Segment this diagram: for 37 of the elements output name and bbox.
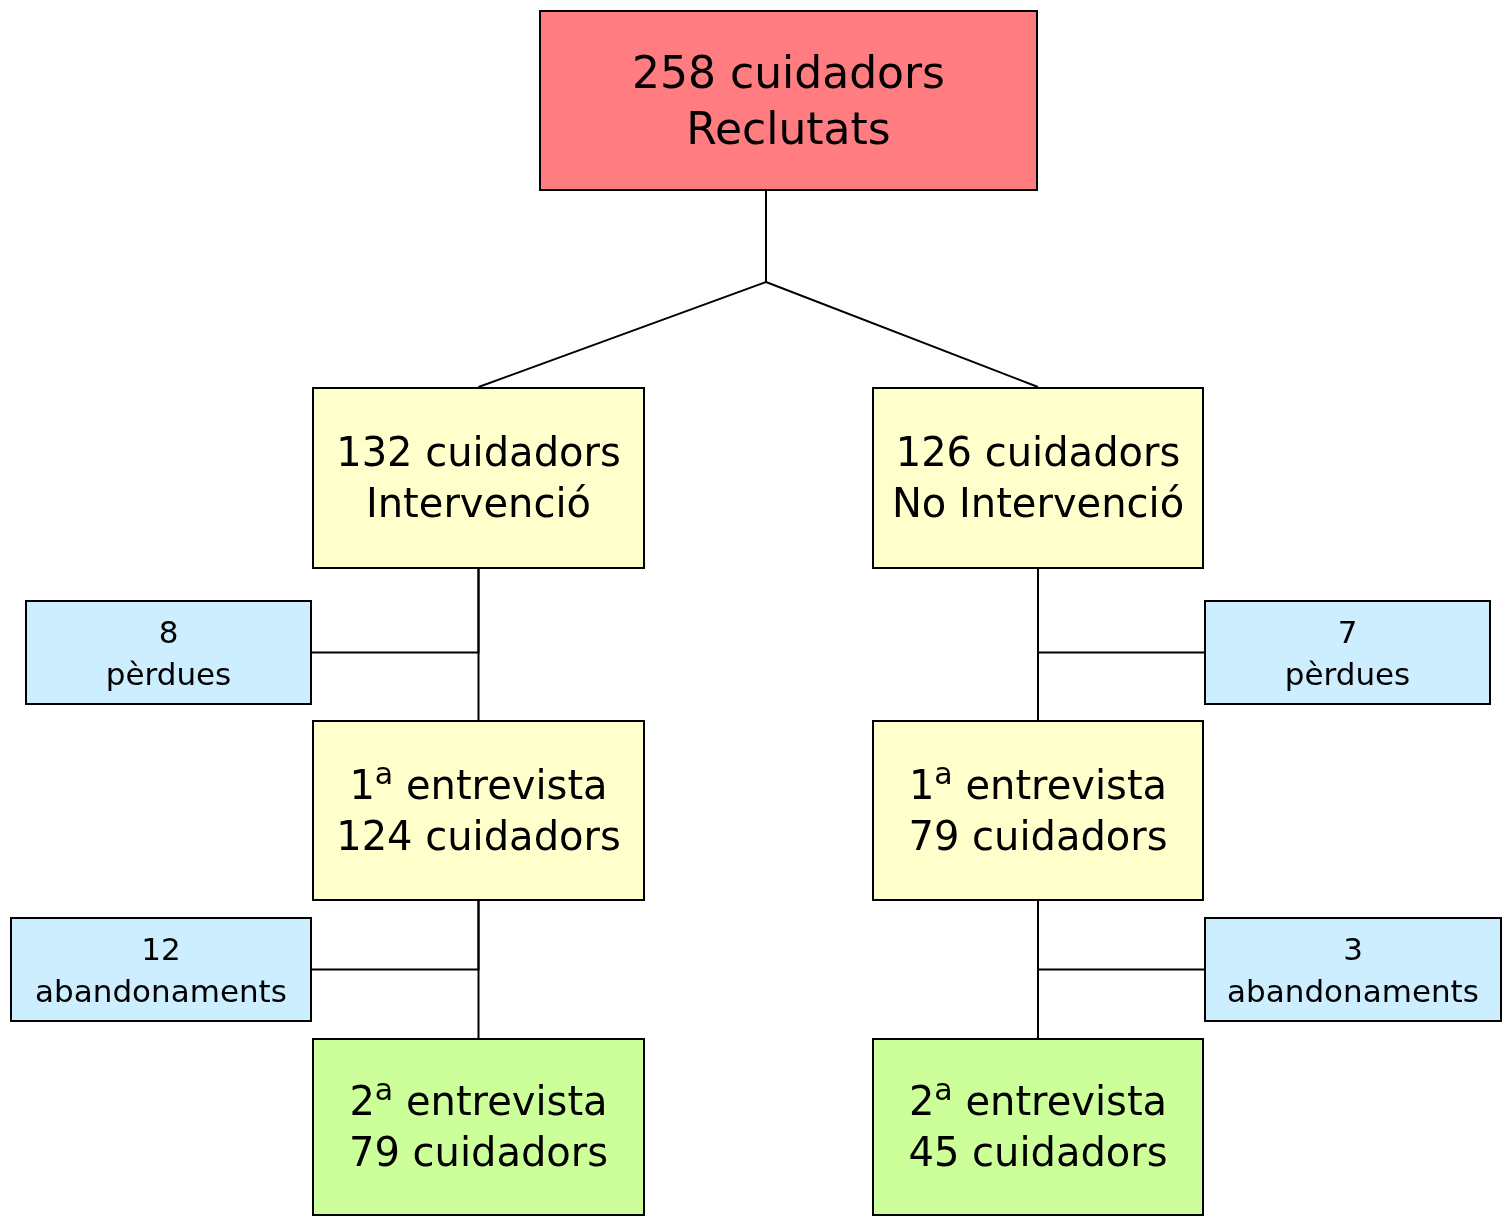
box-text: 2$^{a}$ entrevista xyxy=(349,1076,608,1126)
connector-line xyxy=(1037,900,1039,1039)
root-box xyxy=(539,10,1038,191)
box-text: 132 cuidadors xyxy=(336,428,621,477)
connector-line xyxy=(477,568,480,721)
connector-line xyxy=(477,900,480,1039)
loss-box xyxy=(1204,917,1502,1022)
loss-box xyxy=(1204,600,1491,705)
box-text: No Intervenció xyxy=(891,479,1185,528)
final-box xyxy=(312,1038,645,1216)
box-text: abandonaments xyxy=(1227,971,1479,1011)
box-text: 1$^{a}$ entrevista xyxy=(349,759,608,810)
box-text: 258 cuidadors xyxy=(632,45,945,100)
box-text: Intervenció xyxy=(365,479,592,528)
box-text: 2$^{a}$ entrevista xyxy=(908,1076,1168,1126)
box-text: pèrdues xyxy=(1284,654,1411,694)
loss-box xyxy=(10,917,312,1022)
box-text: 79 cuidadors xyxy=(348,1128,609,1177)
final-box xyxy=(872,1038,1204,1216)
group-box xyxy=(312,387,645,569)
box-text: pèrdues xyxy=(105,654,232,694)
box-text: 124 cuidadors xyxy=(336,811,621,861)
box-text: 3 xyxy=(1343,929,1363,969)
box-text: abandonaments xyxy=(35,971,287,1011)
group-box xyxy=(312,720,645,901)
box-text: 8 xyxy=(158,612,179,652)
group-box xyxy=(872,387,1204,569)
group-box xyxy=(872,720,1204,901)
box-text: 1$^{a}$ entrevista xyxy=(908,759,1168,810)
box-text: 79 cuidadors xyxy=(908,811,1168,861)
loss-box xyxy=(25,600,312,705)
box-text: 45 cuidadors xyxy=(908,1128,1168,1177)
box-text: Reclutats xyxy=(686,101,891,156)
box-text: 12 xyxy=(141,929,181,969)
box-text: 7 xyxy=(1337,612,1358,652)
box-text: 126 cuidadors xyxy=(895,428,1181,477)
connector-line xyxy=(1037,568,1039,721)
